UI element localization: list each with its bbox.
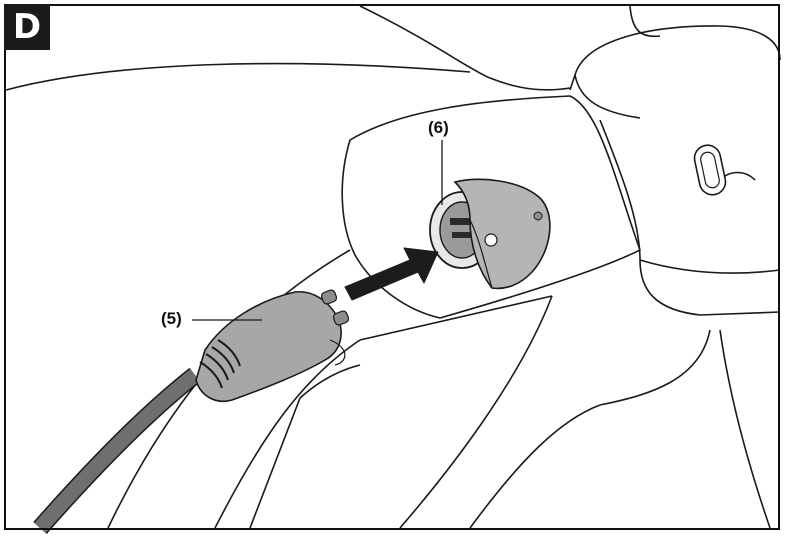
plug	[195, 289, 350, 402]
housing	[5, 5, 781, 529]
callout-plug: (5)	[161, 309, 182, 328]
leader-lines	[192, 140, 443, 321]
figure-frame	[4, 4, 780, 530]
handle-slot	[693, 144, 727, 196]
insert-direction-arrow-icon	[344, 247, 439, 301]
figure-label: D	[4, 4, 50, 50]
socket-cap	[453, 178, 551, 290]
cable	[33, 367, 201, 534]
callout-socket: (6)	[428, 118, 449, 137]
